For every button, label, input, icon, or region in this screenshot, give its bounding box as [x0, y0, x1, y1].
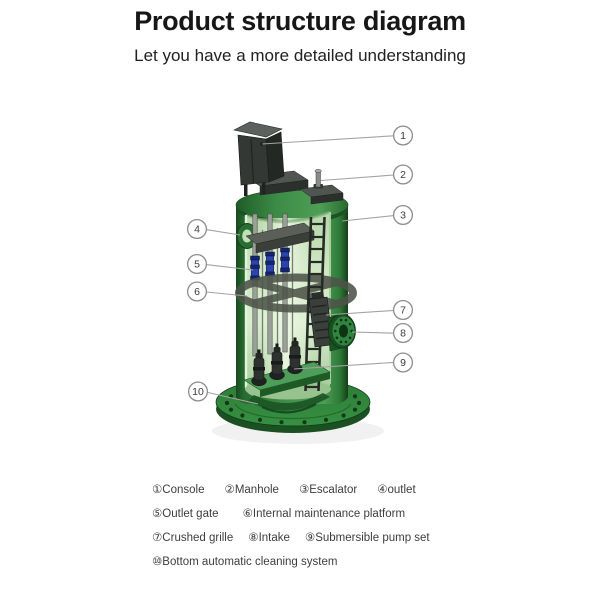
gate-valve	[280, 247, 290, 273]
legend-item-crushed-grille: ⑦Crushed grille	[152, 532, 234, 544]
callout-5-num: 5	[194, 259, 200, 271]
gate-valve	[250, 255, 260, 281]
crushed-grille	[308, 291, 334, 348]
submersible-pumps	[251, 337, 303, 387]
callout-1-num: 1	[400, 130, 406, 142]
legend-item-internal-maintenance-platform: ⑥Internal maintenance platform	[242, 508, 406, 520]
legend-item-submersible-pump-set: ⑨Submersible pump set	[304, 532, 430, 544]
callout-4-num: 4	[194, 224, 200, 236]
callout-3: 3	[392, 204, 414, 226]
outlet-gate-valves	[250, 247, 290, 281]
intake-flange	[327, 313, 356, 352]
callout-2: 2	[392, 164, 414, 185]
legend-item-outlet-gate: ⑤Outlet gate	[152, 508, 219, 520]
legend-item-escalator: ③Escalator	[298, 484, 358, 496]
pump	[251, 349, 267, 387]
cleaning-system	[248, 393, 330, 414]
callout-10: 10	[187, 381, 209, 402]
gate-valve	[265, 251, 275, 277]
callout-badges: 1 2 3 4 5 6 7	[186, 125, 414, 402]
callout-5: 5	[186, 253, 208, 275]
callout-2-num: 2	[400, 169, 406, 181]
callout-9: 9	[392, 352, 414, 373]
callout-7: 7	[392, 299, 414, 321]
legend-item-intake: ⑧Intake	[248, 532, 290, 544]
legend-item-bottom-automatic-cleaning-system: ⑩Bottom automatic cleaning system	[152, 556, 338, 568]
callout-3-num: 3	[400, 210, 406, 222]
callout-1: 1	[392, 125, 414, 146]
console-cabinet	[233, 121, 285, 196]
legend-row-2: ⑤Outlet gate ⑥Internal maintenance platf…	[152, 506, 472, 520]
outlet-manifold	[245, 222, 315, 254]
legend-row-1: ①Console ②Manhole ③Escalator ④outlet	[152, 482, 472, 496]
callout-6: 6	[186, 281, 208, 302]
legend-row-4: ⑩Bottom automatic cleaning system	[152, 554, 472, 568]
callout-7-num: 7	[400, 305, 406, 317]
page-title: Product structure diagram	[134, 6, 466, 36]
pump	[269, 343, 285, 381]
callout-10-num: 10	[192, 386, 204, 398]
legend-row-3: ⑦Crushed grille ⑧Intake ⑨Submersible pum…	[152, 530, 472, 544]
callout-6-num: 6	[194, 286, 200, 298]
pump	[287, 337, 303, 375]
callout-9-num: 9	[400, 357, 406, 369]
legend-item-manhole: ②Manhole	[224, 484, 279, 496]
legend-item-console: ①Console	[152, 484, 205, 496]
leader-lines	[206, 135, 394, 405]
callout-8: 8	[392, 322, 414, 344]
page-subtitle: Let you have a more detailed understandi…	[134, 46, 466, 65]
legend: ①Console ②Manhole ③Escalator ④outlet ⑤Ou…	[152, 482, 472, 578]
vent-pipe	[313, 169, 323, 189]
callout-8-num: 8	[400, 328, 406, 340]
base-front	[215, 393, 371, 427]
callout-4: 4	[186, 218, 208, 240]
header: Product structure diagram Let you have a…	[0, 6, 600, 66]
legend-item-outlet: ④outlet	[377, 484, 416, 496]
